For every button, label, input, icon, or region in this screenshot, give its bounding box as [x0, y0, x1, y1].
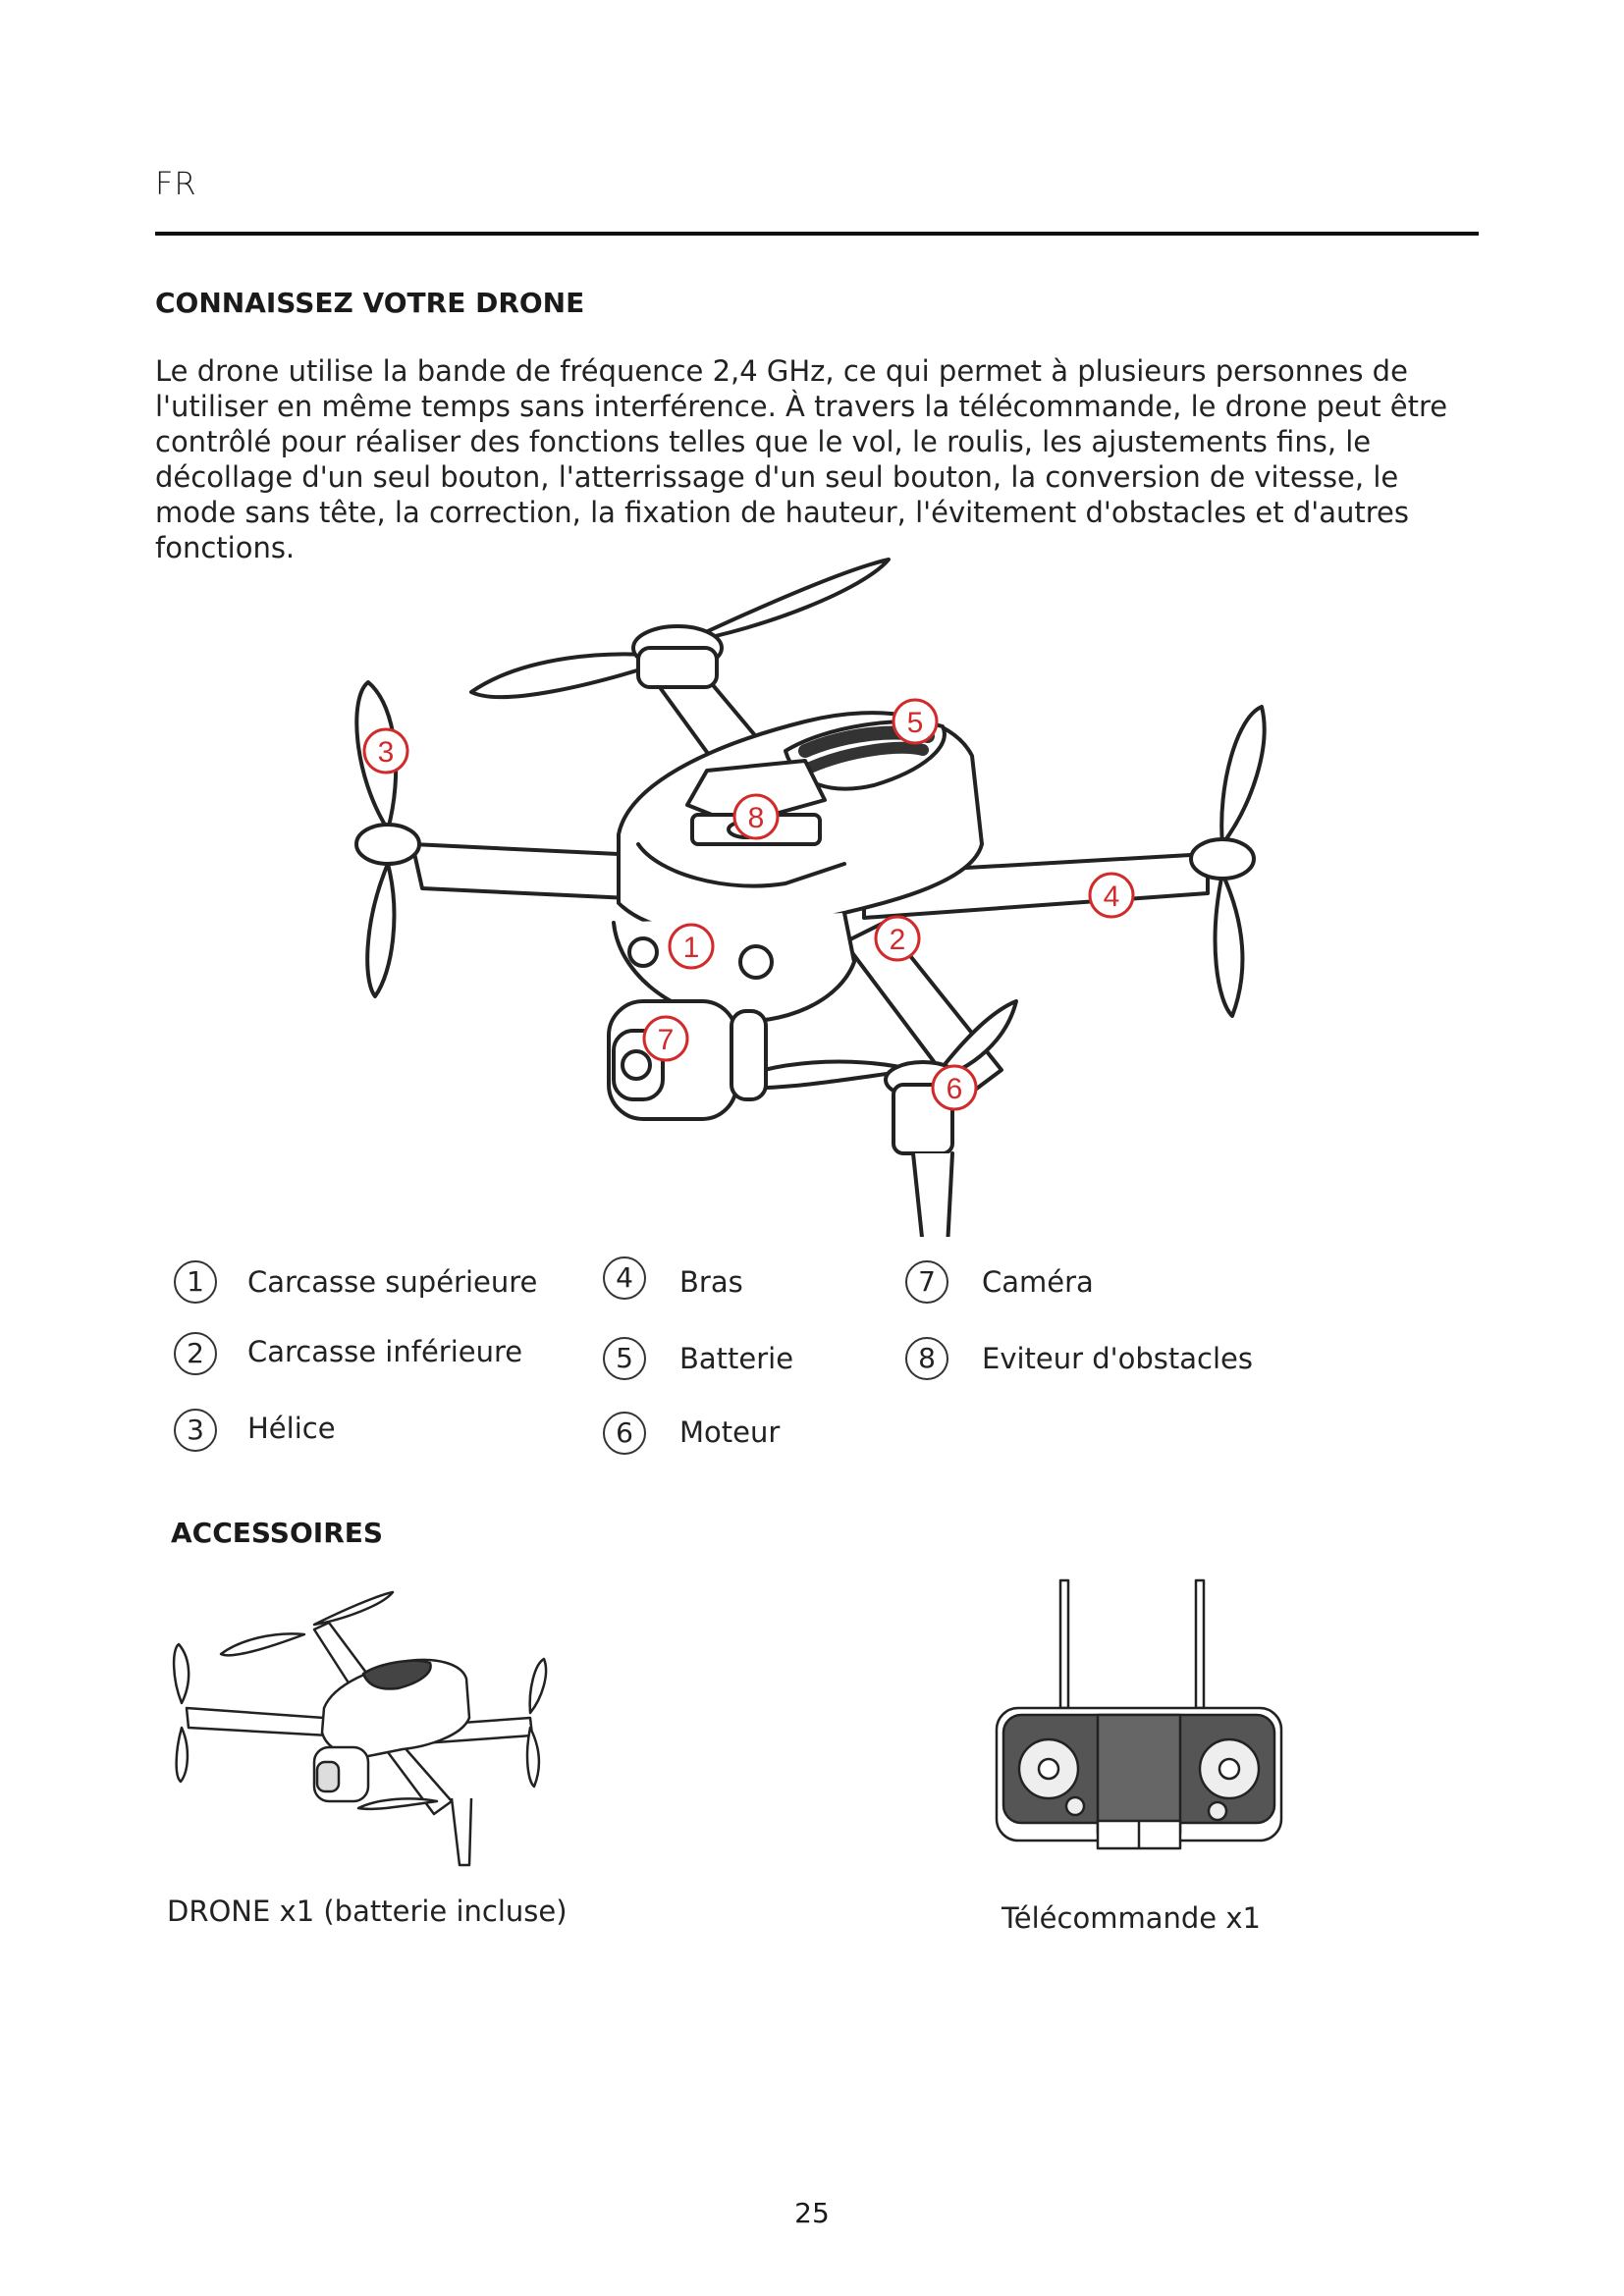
intro-line: mode sans tête, la correction, la fixati…	[155, 496, 1409, 529]
part-number-4: 4	[603, 1256, 646, 1300]
intro-line: contrôlé pour réaliser des fonctions tel…	[155, 425, 1372, 458]
part-label-arm: Bras	[679, 1265, 743, 1299]
part-label-motor: Moteur	[679, 1415, 781, 1449]
section-title-accessories: ACCESSOIRES	[171, 1517, 384, 1549]
part-number-5: 5	[603, 1337, 646, 1380]
callout-1: 1	[683, 932, 700, 964]
accessory-label-drone: DRONE x1 (batterie incluse)	[167, 1895, 568, 1928]
callout-3: 3	[378, 736, 395, 769]
language-code: FR	[155, 165, 197, 202]
part-label-camera: Caméra	[982, 1265, 1094, 1299]
section-title-know-your-drone: CONNAISSEZ VOTRE DRONE	[155, 287, 585, 319]
part-number-1: 1	[174, 1260, 217, 1304]
part-number-3: 3	[174, 1409, 217, 1452]
part-number-2: 2	[174, 1332, 217, 1375]
part-label-obstacle-avoidance: Eviteur d'obstacles	[982, 1342, 1254, 1375]
page-number: 25	[794, 2197, 830, 2229]
callout-8: 8	[748, 802, 765, 834]
part-label-battery: Batterie	[679, 1342, 794, 1375]
drone-accessory-image	[172, 1590, 548, 1867]
header-divider	[155, 232, 1479, 236]
part-label-propeller: Hélice	[247, 1412, 336, 1445]
drone-diagram: 1 2 3 4 5 6 7 8	[354, 558, 1267, 1237]
intro-line: fonctions.	[155, 531, 296, 564]
remote-control-image	[995, 1578, 1283, 1850]
accessory-label-remote: Télécommande x1	[1001, 1901, 1261, 1935]
intro-line: décollage d'un seul bouton, l'atterrissa…	[155, 460, 1399, 494]
part-number-6: 6	[603, 1412, 646, 1455]
callout-2: 2	[890, 924, 906, 956]
part-number-8: 8	[905, 1337, 948, 1380]
callout-7: 7	[658, 1024, 675, 1056]
part-number-7: 7	[905, 1260, 948, 1304]
intro-line: l'utiliser en même temps sans interféren…	[155, 390, 1448, 423]
intro-paragraph: Le drone utilise la bande de fréquence 2…	[155, 353, 1490, 565]
callout-6: 6	[947, 1073, 963, 1105]
part-label-lower-shell: Carcasse inférieure	[247, 1335, 523, 1368]
part-label-upper-shell: Carcasse supérieure	[247, 1265, 538, 1299]
callout-4: 4	[1104, 881, 1120, 913]
callout-5: 5	[907, 707, 924, 739]
intro-line: Le drone utilise la bande de fréquence 2…	[155, 354, 1408, 388]
